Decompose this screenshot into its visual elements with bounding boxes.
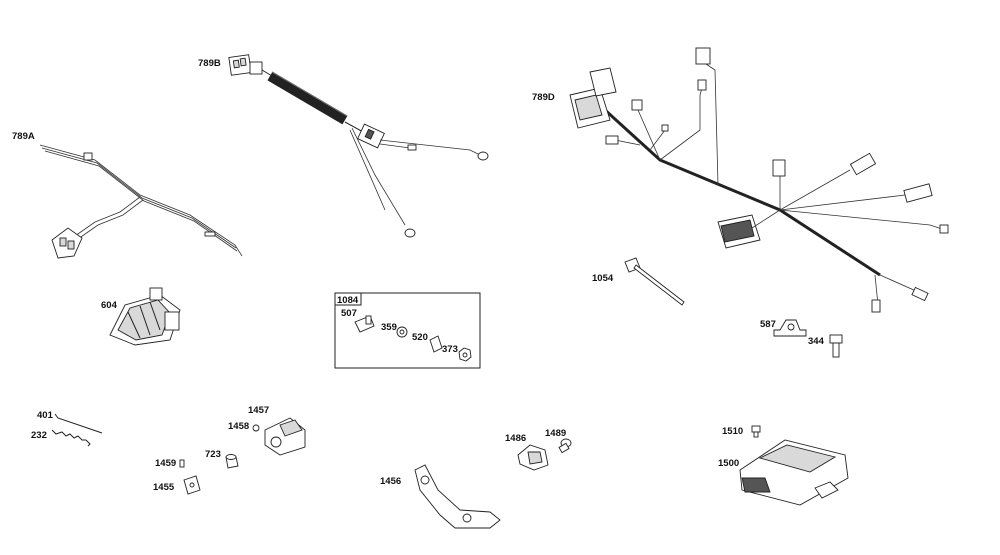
callout-1054: 1054 (592, 273, 614, 284)
callout-1456: 1456 (380, 476, 401, 487)
part-1510-screw[interactable] (751, 425, 761, 438)
part-789D-harness[interactable] (569, 47, 949, 313)
part-520-clip[interactable] (429, 335, 443, 353)
callout-373: 373 (442, 344, 458, 355)
part-1489-bolt[interactable] (558, 438, 572, 454)
callout-232: 232 (31, 430, 47, 441)
part-1054-cable-tie[interactable] (624, 257, 685, 306)
callout-789b: 789B (198, 58, 221, 69)
part-1500-control-module[interactable] (739, 439, 849, 506)
part-723-spacer[interactable] (225, 454, 239, 469)
part-344-bolt[interactable] (829, 334, 843, 358)
part-789B-harness[interactable] (228, 54, 489, 238)
callout-507: 507 (341, 308, 357, 319)
callout-1457: 1457 (248, 405, 269, 416)
callout-520: 520 (412, 332, 428, 343)
callout-587: 587 (760, 319, 776, 330)
part-1457-actuator[interactable] (264, 417, 306, 456)
part-359-washer[interactable] (396, 326, 408, 338)
part-1459-pin[interactable] (179, 459, 185, 468)
part-507-bracket[interactable] (354, 315, 375, 333)
callout-1084: 1084 (337, 295, 359, 306)
callout-1486: 1486 (505, 433, 526, 444)
callout-1489: 1489 (545, 428, 566, 439)
callout-723: 723 (205, 449, 221, 460)
callout-789d: 789D (532, 92, 555, 103)
callout-359: 359 (381, 322, 397, 333)
kit-1084-box[interactable] (334, 292, 481, 369)
callout-401: 401 (37, 410, 54, 421)
part-1458-screw[interactable] (252, 424, 260, 432)
part-789A-harness[interactable] (39, 144, 243, 259)
part-1486-sensor[interactable] (517, 444, 549, 471)
callout-1458: 1458 (228, 421, 249, 432)
part-401-rod[interactable] (54, 413, 103, 434)
part-232-spring[interactable] (51, 429, 91, 447)
callout-604: 604 (101, 300, 118, 311)
part-1455-bracket[interactable] (183, 475, 201, 495)
part-587-clamp[interactable] (773, 319, 807, 337)
part-604-cover[interactable] (109, 287, 181, 346)
part-1456-plate[interactable] (414, 464, 501, 529)
part-373-nut[interactable] (458, 347, 472, 362)
callout-1455: 1455 (153, 482, 175, 493)
callout-1510: 1510 (722, 426, 743, 437)
callout-789a: 789A (12, 131, 35, 142)
callout-344: 344 (808, 336, 825, 347)
callout-1459: 1459 (155, 458, 176, 469)
callout-1500: 1500 (718, 458, 739, 469)
